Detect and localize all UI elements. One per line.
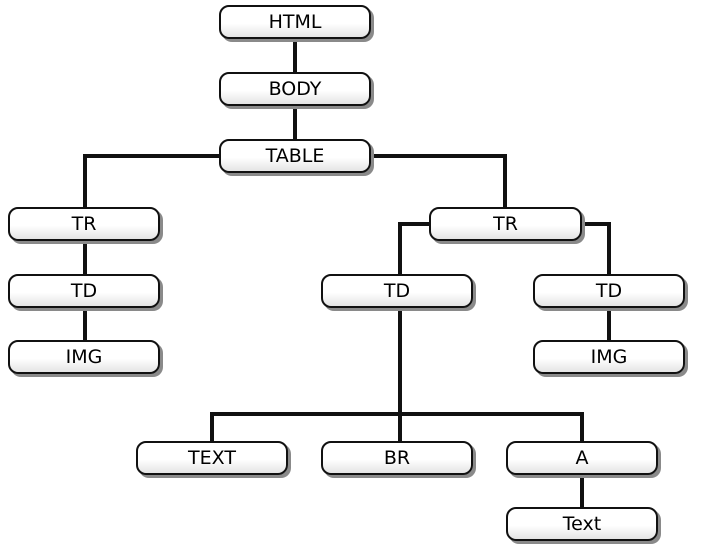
node-a: A [506, 441, 658, 475]
node-br: BR [321, 441, 473, 475]
edge-tr2-td3 [580, 222, 611, 276]
edge-table-tr2 [369, 154, 507, 209]
node-tr-right: TR [429, 207, 582, 241]
node-tr-left: TR [8, 207, 160, 241]
node-td-middle: TD [321, 274, 473, 308]
edge-tr2-td2 [398, 222, 431, 276]
edge-table-tr1 [83, 154, 221, 209]
node-text-lower: Text [506, 507, 658, 541]
node-html: HTML [219, 5, 371, 39]
node-table: TABLE [219, 139, 371, 173]
node-body: BODY [219, 72, 371, 106]
node-img-left: IMG [8, 340, 160, 374]
node-img-right: IMG [533, 340, 685, 374]
node-td-left: TD [8, 274, 160, 308]
node-text-upper: TEXT [136, 441, 288, 475]
node-td-right: TD [533, 274, 685, 308]
